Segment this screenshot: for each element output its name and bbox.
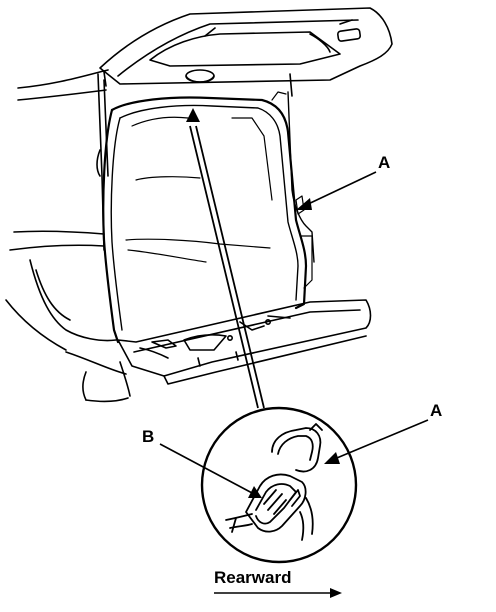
direction-arrow-icon [330,588,342,598]
callout-a-detail-label: A [430,401,442,420]
callout-a-detail-arrowhead [324,452,340,464]
callout-b-label: B [142,427,154,446]
callout-a-upper-arrowhead [296,198,312,210]
callout-b-arrowhead [248,486,262,498]
detail-leader-line [186,108,265,409]
callout-a-upper-label: A [378,153,390,172]
callout-a-detail: A [324,401,442,464]
callout-b: B [142,427,262,498]
vehicle-body [5,69,131,403]
seal-detail-circle [200,406,358,564]
lower-tailgate [117,299,372,385]
leader-arrowhead [186,108,200,122]
seal-cross-section [225,423,323,541]
direction-label: Rearward [214,568,291,587]
direction-indicator: Rearward [214,568,342,598]
callout-a-upper: A [296,153,390,210]
door-opening-seal [102,91,315,344]
liftgate-open [99,7,393,97]
